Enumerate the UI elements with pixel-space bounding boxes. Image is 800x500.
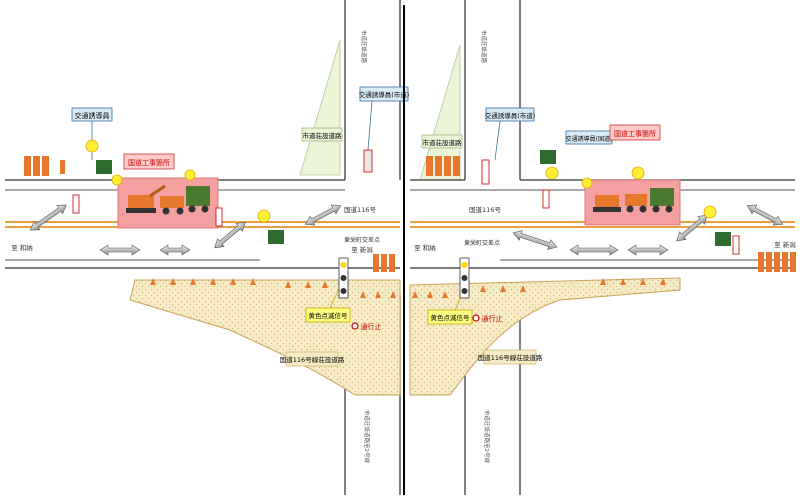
right-guard-national-label: 交通誘導員(国道) xyxy=(566,135,613,143)
right-truck-icon xyxy=(650,188,674,213)
left-warning-light-4-icon xyxy=(184,169,196,181)
right-arrow-2-icon xyxy=(569,244,619,256)
right-signal-light-icon xyxy=(459,257,470,299)
right-warning-light-1-icon xyxy=(545,166,559,180)
right-vertical-bottom-text: 市道荘設道路至2号線 xyxy=(483,410,491,463)
left-cone-row-icon xyxy=(150,278,396,298)
left-panel: 交通誘導員 国道工事箇所 市道荘設道路 交通誘導員(市道) 国道116号 至 和… xyxy=(5,0,409,495)
left-warning-light-2-icon xyxy=(257,209,271,223)
right-loader-icon xyxy=(625,194,647,213)
left-warning-light-1-icon xyxy=(85,139,99,153)
right-closure-label: 通行止 xyxy=(482,314,503,323)
left-arrow-4-icon xyxy=(214,221,246,249)
right-warning-light-4-icon xyxy=(581,177,593,189)
left-arrow-5-icon xyxy=(304,204,342,226)
left-signal-light-icon xyxy=(338,257,349,299)
right-cone-row-icon xyxy=(412,278,666,298)
right-excavator-icon xyxy=(593,195,621,212)
right-barrier-2-icon xyxy=(542,189,550,209)
right-sign-group-1-icon xyxy=(426,156,460,176)
right-no-entry-icon xyxy=(472,314,480,322)
left-loader-icon xyxy=(160,196,184,215)
right-area-label: 国道116号線荘設道路 xyxy=(478,353,543,362)
right-construction-zone-label: 国道工事箇所 xyxy=(614,129,656,138)
right-traffic-guard-label: 交通誘導員(市道) xyxy=(485,111,536,120)
left-signal-label: 黄色点滅信号 xyxy=(309,311,349,320)
left-closure-label: 通行止 xyxy=(361,322,382,331)
right-panel: 交通誘導員(市道) 交通誘導員(国道) 国道工事箇所 市道荘設道路 国道116号… xyxy=(409,0,796,495)
left-barrier-3-icon xyxy=(215,207,223,227)
right-arrow-5-icon xyxy=(746,204,784,226)
right-city-road-label: 市道荘設道路 xyxy=(423,138,463,147)
left-place-left: 至 和納 xyxy=(11,243,33,252)
left-sign-group-2-icon xyxy=(373,254,395,272)
left-excavator-icon xyxy=(126,184,166,213)
left-truck-icon xyxy=(186,186,210,213)
right-vertical-top-text: 市道荘設道路 xyxy=(480,30,488,64)
right-signal-label: 黄色点滅信号 xyxy=(431,313,471,322)
left-vertical-bottom-text: 市道荘設道路至2号線 xyxy=(363,410,371,463)
left-sign-board-icon xyxy=(96,160,112,174)
left-traffic-guard-label: 交通誘導員 xyxy=(75,111,110,120)
right-arrow-1-icon xyxy=(512,230,558,250)
left-arrow-2-icon xyxy=(99,244,141,256)
right-route-label: 国道116号 xyxy=(469,205,501,214)
left-warning-light-3-icon xyxy=(111,174,123,186)
right-sign-group-2-icon xyxy=(758,252,796,272)
left-arrow-3-icon xyxy=(159,244,191,256)
right-barrier-3-icon xyxy=(732,235,740,255)
right-intersection-label: 東栄町交差点 xyxy=(464,239,500,247)
right-place-left: 至 和納 xyxy=(414,243,436,252)
left-construction-zone-label: 国道工事箇所 xyxy=(128,158,170,167)
left-sign-board-2-icon xyxy=(268,230,284,244)
right-warning-light-3-icon xyxy=(703,205,717,219)
right-barrier-icon xyxy=(481,159,490,185)
left-vertical-top-text: 市道荘設道路 xyxy=(360,30,368,64)
left-sign-group-1-icon xyxy=(24,156,65,176)
right-warning-light-2-icon xyxy=(631,166,645,180)
right-place-right: 至 新潟 xyxy=(774,240,796,249)
left-place-right: 至 新潟 xyxy=(351,245,373,254)
left-no-entry-icon xyxy=(351,322,359,330)
left-city-road-label: 市道荘設道路 xyxy=(303,131,343,140)
left-route-label: 国道116号 xyxy=(344,205,376,214)
left-area-label: 国道116号線荘設道路 xyxy=(280,355,345,364)
left-arrow-1-icon xyxy=(29,204,67,231)
left-city-guard-label: 交通誘導員(市道) xyxy=(359,90,410,99)
left-barrier-2-icon xyxy=(72,194,80,214)
left-intersection-label: 東栄町交差点 xyxy=(344,236,380,244)
right-sign-board-2-icon xyxy=(715,232,731,246)
left-barrier-icon xyxy=(363,149,373,173)
right-arrow-3-icon xyxy=(627,244,669,256)
right-sign-board-icon xyxy=(540,150,556,164)
